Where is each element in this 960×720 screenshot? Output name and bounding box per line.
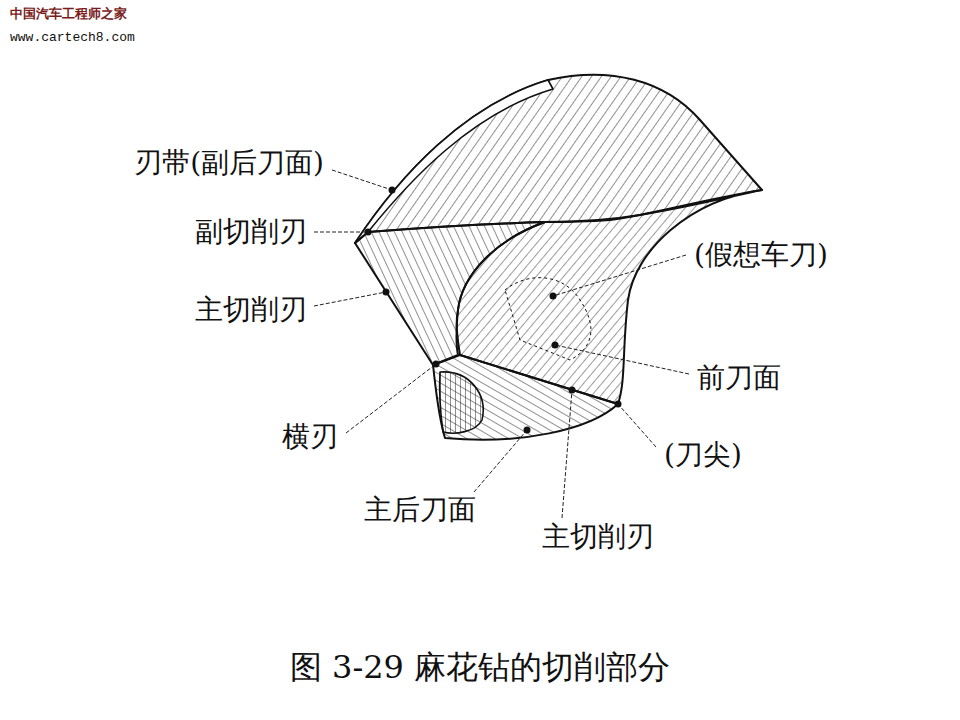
part-label: 主后刀面 <box>362 494 478 526</box>
part-label: 副切削刃 <box>193 216 309 248</box>
leader-lines <box>314 170 689 518</box>
figure-caption: 图 3-29 麻花钻的切削部分 <box>290 646 670 690</box>
part-label: 刃带(副后刀面) <box>132 147 326 179</box>
watermark-url: www.cartech8.com <box>8 31 137 46</box>
part-label: (假想车刀) <box>692 239 830 271</box>
watermark: 中国汽车工程师之家 <box>8 7 129 22</box>
part-label: 横刃 <box>280 421 340 453</box>
part-label: (刀尖) <box>662 439 744 471</box>
leader-dots <box>365 187 622 434</box>
part-label: 前刀面 <box>695 362 783 394</box>
part-label: 主切削刃 <box>540 521 656 553</box>
part-label: 主切削刃 <box>193 294 309 326</box>
